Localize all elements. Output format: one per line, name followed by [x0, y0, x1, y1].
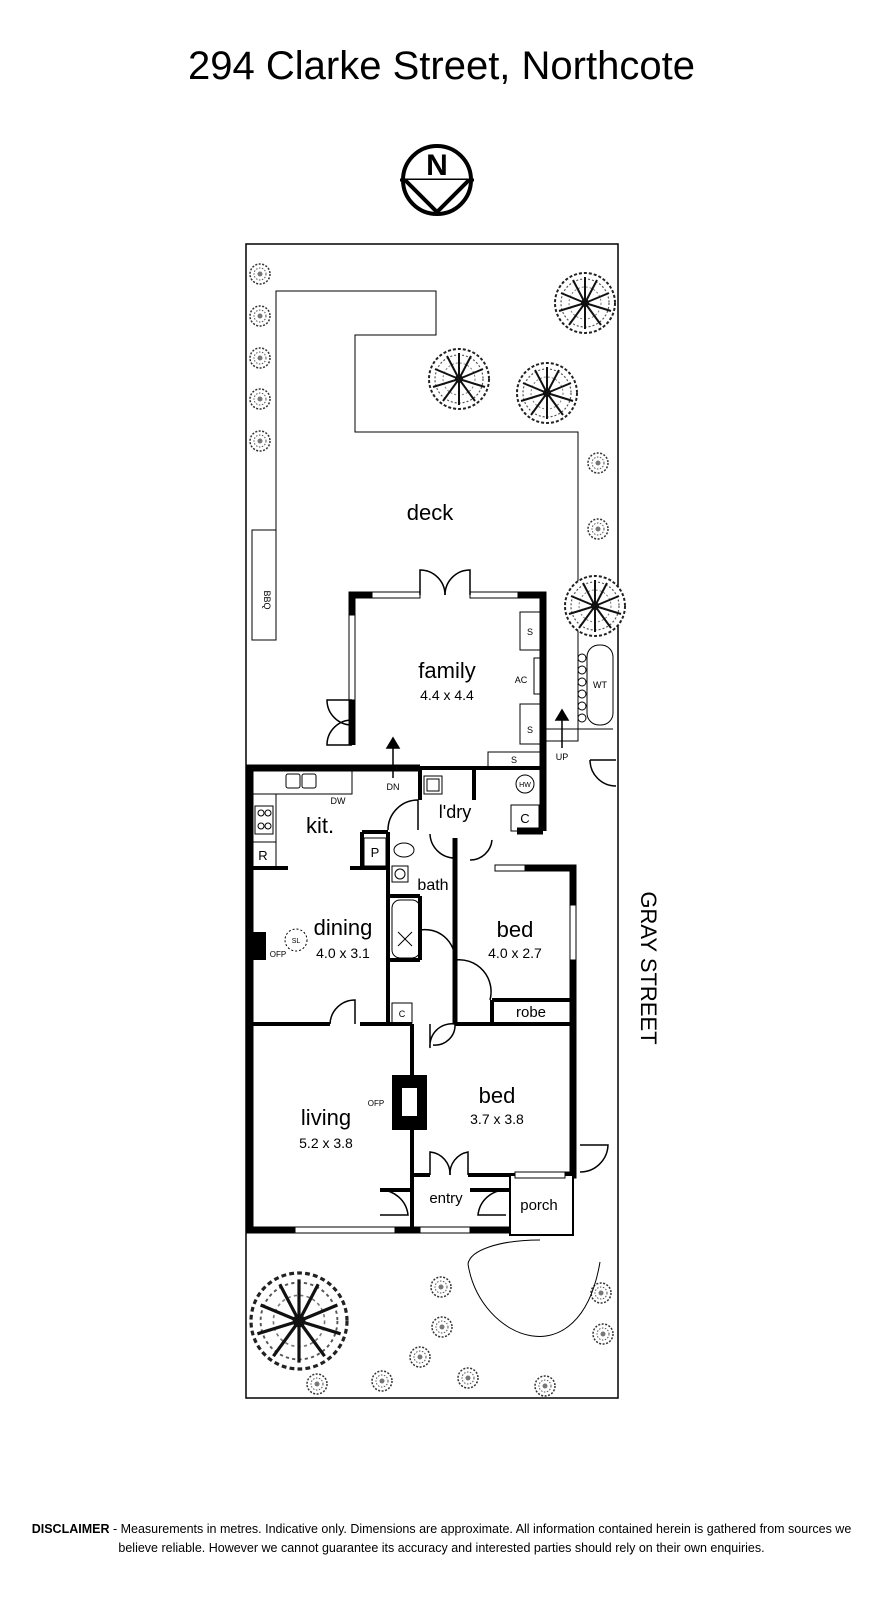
room-dims-living: 5.2 x 3.8: [299, 1135, 353, 1151]
room-dims-bed-1: 3.7 x 3.8: [470, 1111, 524, 1127]
fireplace-dining: [250, 932, 266, 960]
down-label: DN: [387, 782, 400, 792]
room-dims-bed-2: 4.0 x 2.7: [488, 945, 542, 961]
doors: [326, 569, 617, 1216]
aircon-label: AC: [515, 675, 528, 685]
room-label-entry: entry: [429, 1190, 463, 1207]
deck-outline: [251, 290, 614, 742]
room-label-bed-1: bed: [479, 1083, 516, 1108]
hot-water-label: HW: [519, 782, 531, 789]
compass-letter: N: [426, 149, 448, 182]
storage-label-3: S: [511, 755, 517, 765]
room-label-kitchen: kit.: [306, 813, 334, 838]
room-dims-family: 4.4 x 4.4: [420, 687, 474, 703]
floor-plan: N: [245, 144, 661, 1399]
disclaimer: DISCLAIMER - Measurements in metres. Ind…: [20, 1520, 863, 1558]
fireplace-label-living: OFP: [368, 1099, 384, 1108]
fireplace-label-dining: OFP: [270, 950, 286, 959]
dishwasher-label: DW: [331, 796, 346, 806]
up-label: UP: [556, 752, 569, 762]
bbq-label: BBQ: [262, 590, 272, 609]
room-label-porch: porch: [520, 1197, 558, 1214]
kitchen-fixtures: [249, 611, 587, 1024]
cupboard-label-laundry: C: [520, 811, 529, 826]
storage-label-1: S: [527, 627, 533, 637]
storage-label-2: S: [527, 725, 533, 735]
front-garden-path: [467, 1239, 601, 1337]
room-label-dining: dining: [314, 915, 373, 940]
room-label-deck: deck: [407, 500, 454, 525]
interior-walls: [250, 766, 573, 1230]
refrigerator-label: R: [258, 848, 267, 863]
disclaimer-text: - Measurements in metres. Indicative onl…: [109, 1522, 852, 1555]
skylight-label: SL: [292, 938, 301, 945]
street-label: GRAY STREET: [636, 891, 661, 1044]
north-compass: N: [400, 144, 474, 216]
room-label-family: family: [418, 658, 475, 683]
room-label-laundry: l'dry: [439, 802, 471, 822]
disclaimer-label: DISCLAIMER: [31, 1522, 110, 1536]
room-label-bed-2: bed: [497, 917, 534, 942]
room-label-bath: bath: [417, 877, 448, 894]
water-tank-label: WT: [593, 680, 607, 690]
room-label-robe: robe: [516, 1004, 546, 1021]
page-title: 294 Clarke Street, Northcote: [188, 44, 695, 88]
pantry-label: P: [371, 845, 380, 860]
lot-boundary: [245, 243, 619, 1399]
cupboard-label-hall: C: [399, 1009, 406, 1019]
stair-arrows: [385, 708, 570, 778]
room-dims-dining: 4.0 x 3.1: [316, 945, 370, 961]
room-label-living: living: [301, 1105, 351, 1130]
